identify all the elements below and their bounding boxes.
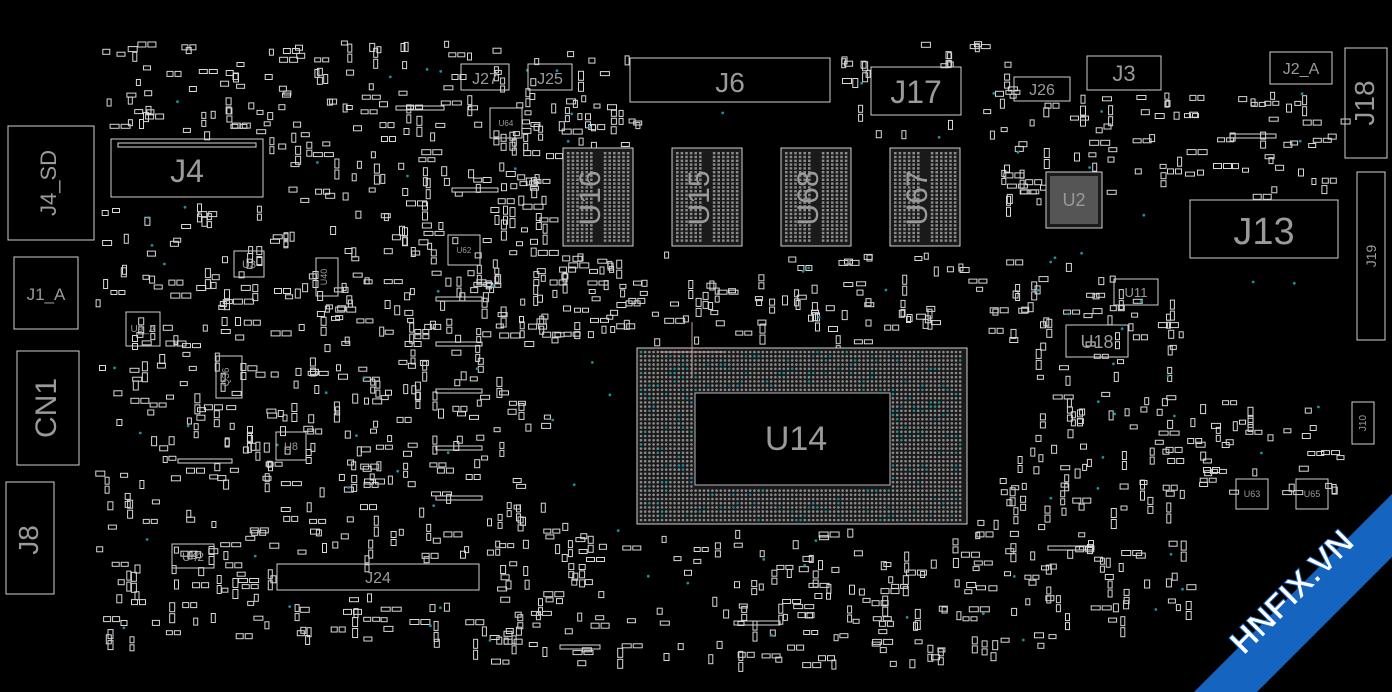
label-j6: J6 bbox=[715, 67, 745, 98]
label-u40: U40 bbox=[319, 269, 329, 286]
connector-j1-a[interactable]: J1_A bbox=[13, 256, 79, 330]
chip-u62[interactable]: U62 bbox=[447, 234, 481, 266]
chip-u67[interactable]: U67 bbox=[889, 147, 961, 247]
label-j3: J3 bbox=[1112, 61, 1135, 86]
label-u62: U62 bbox=[457, 246, 472, 255]
label-j17: J17 bbox=[890, 74, 942, 110]
label-u42: U42 bbox=[182, 550, 204, 564]
chip-u40[interactable]: U40 bbox=[315, 257, 339, 297]
chip-u68[interactable]: U68 bbox=[780, 147, 852, 247]
chip-u11[interactable]: U11 bbox=[1113, 278, 1159, 306]
label-u15: U15 bbox=[683, 170, 716, 225]
connector-j2-a[interactable]: J2_A bbox=[1269, 51, 1333, 85]
connector-j27[interactable]: J27 bbox=[460, 63, 510, 91]
chip-u15[interactable]: U15 bbox=[671, 147, 743, 247]
chip-u64[interactable]: U64 bbox=[489, 107, 523, 139]
chip-u18[interactable]: U18 bbox=[1065, 324, 1129, 358]
connector-j6[interactable]: J6 bbox=[629, 57, 831, 103]
label-u8: U8 bbox=[284, 441, 298, 453]
connector-j4[interactable]: J4 bbox=[110, 138, 264, 198]
chip-u63[interactable]: U63 bbox=[1235, 478, 1269, 510]
connector-j24[interactable]: J24 bbox=[276, 563, 480, 591]
label-j18: J18 bbox=[1349, 80, 1380, 125]
chip-u42[interactable]: U42 bbox=[171, 543, 215, 569]
label-j13: J13 bbox=[1233, 211, 1294, 253]
label-j1-a: J1_A bbox=[27, 285, 66, 304]
connector-j25[interactable]: J25 bbox=[527, 63, 573, 91]
chip-u14-cpu[interactable]: U14 bbox=[636, 322, 968, 525]
label-j4-sd: J4_SD bbox=[36, 150, 61, 216]
chip-u9-a[interactable]: U9_A bbox=[125, 311, 161, 347]
connector-j17[interactable]: J17 bbox=[870, 66, 962, 116]
label-u18: U18 bbox=[1080, 332, 1113, 352]
connector-j3[interactable]: J3 bbox=[1086, 55, 1162, 91]
label-j26: J26 bbox=[1029, 82, 1055, 99]
connector-j18[interactable]: J18 bbox=[1344, 47, 1388, 159]
label-j19: J19 bbox=[1363, 245, 1379, 268]
label-u68: U68 bbox=[792, 170, 825, 225]
connector-j4-sd[interactable]: J4_SD bbox=[7, 125, 95, 241]
label-u67: U67 bbox=[901, 170, 934, 225]
label-j27: J27 bbox=[472, 71, 498, 88]
label-u65: U65 bbox=[1304, 489, 1321, 499]
chip-u8[interactable]: U8 bbox=[275, 431, 307, 461]
chip-u3[interactable]: U3 bbox=[233, 250, 265, 278]
label-u63: U63 bbox=[1244, 489, 1261, 499]
label-j25: J25 bbox=[537, 71, 563, 88]
chip-u2[interactable]: U2 bbox=[1045, 171, 1103, 229]
label-j10: J10 bbox=[1358, 415, 1369, 432]
label-j8: J8 bbox=[13, 525, 44, 555]
connector-j13[interactable]: J13 bbox=[1189, 199, 1339, 259]
label-q36: Q36 bbox=[221, 367, 232, 386]
label-j2-a: J2_A bbox=[1283, 61, 1320, 78]
cpu-bga-balls bbox=[639, 350, 962, 522]
label-u9-a: U9_A bbox=[130, 324, 155, 335]
connector-j10[interactable]: J10 bbox=[1351, 401, 1375, 445]
chip-u65[interactable]: U65 bbox=[1295, 478, 1329, 510]
label-u3: U3 bbox=[242, 259, 256, 271]
connector-cn1[interactable]: CN1 bbox=[16, 350, 80, 466]
label-u16: U16 bbox=[574, 170, 607, 225]
label-j4: J4 bbox=[170, 153, 204, 189]
chip-u16[interactable]: U16 bbox=[562, 147, 634, 247]
via-field bbox=[113, 68, 1320, 642]
label-u2: U2 bbox=[1062, 190, 1085, 210]
connector-j26[interactable]: J26 bbox=[1013, 76, 1071, 102]
label-j24: J24 bbox=[365, 570, 391, 587]
label-u11: U11 bbox=[1125, 285, 1148, 300]
label-cn1: CN1 bbox=[30, 378, 63, 438]
connector-j19[interactable]: J19 bbox=[1356, 171, 1386, 341]
label-u64: U64 bbox=[499, 119, 514, 128]
connector-j8[interactable]: J8 bbox=[5, 481, 55, 595]
label-u14: U14 bbox=[765, 420, 827, 458]
chip-q36[interactable]: Q36 bbox=[215, 355, 243, 399]
